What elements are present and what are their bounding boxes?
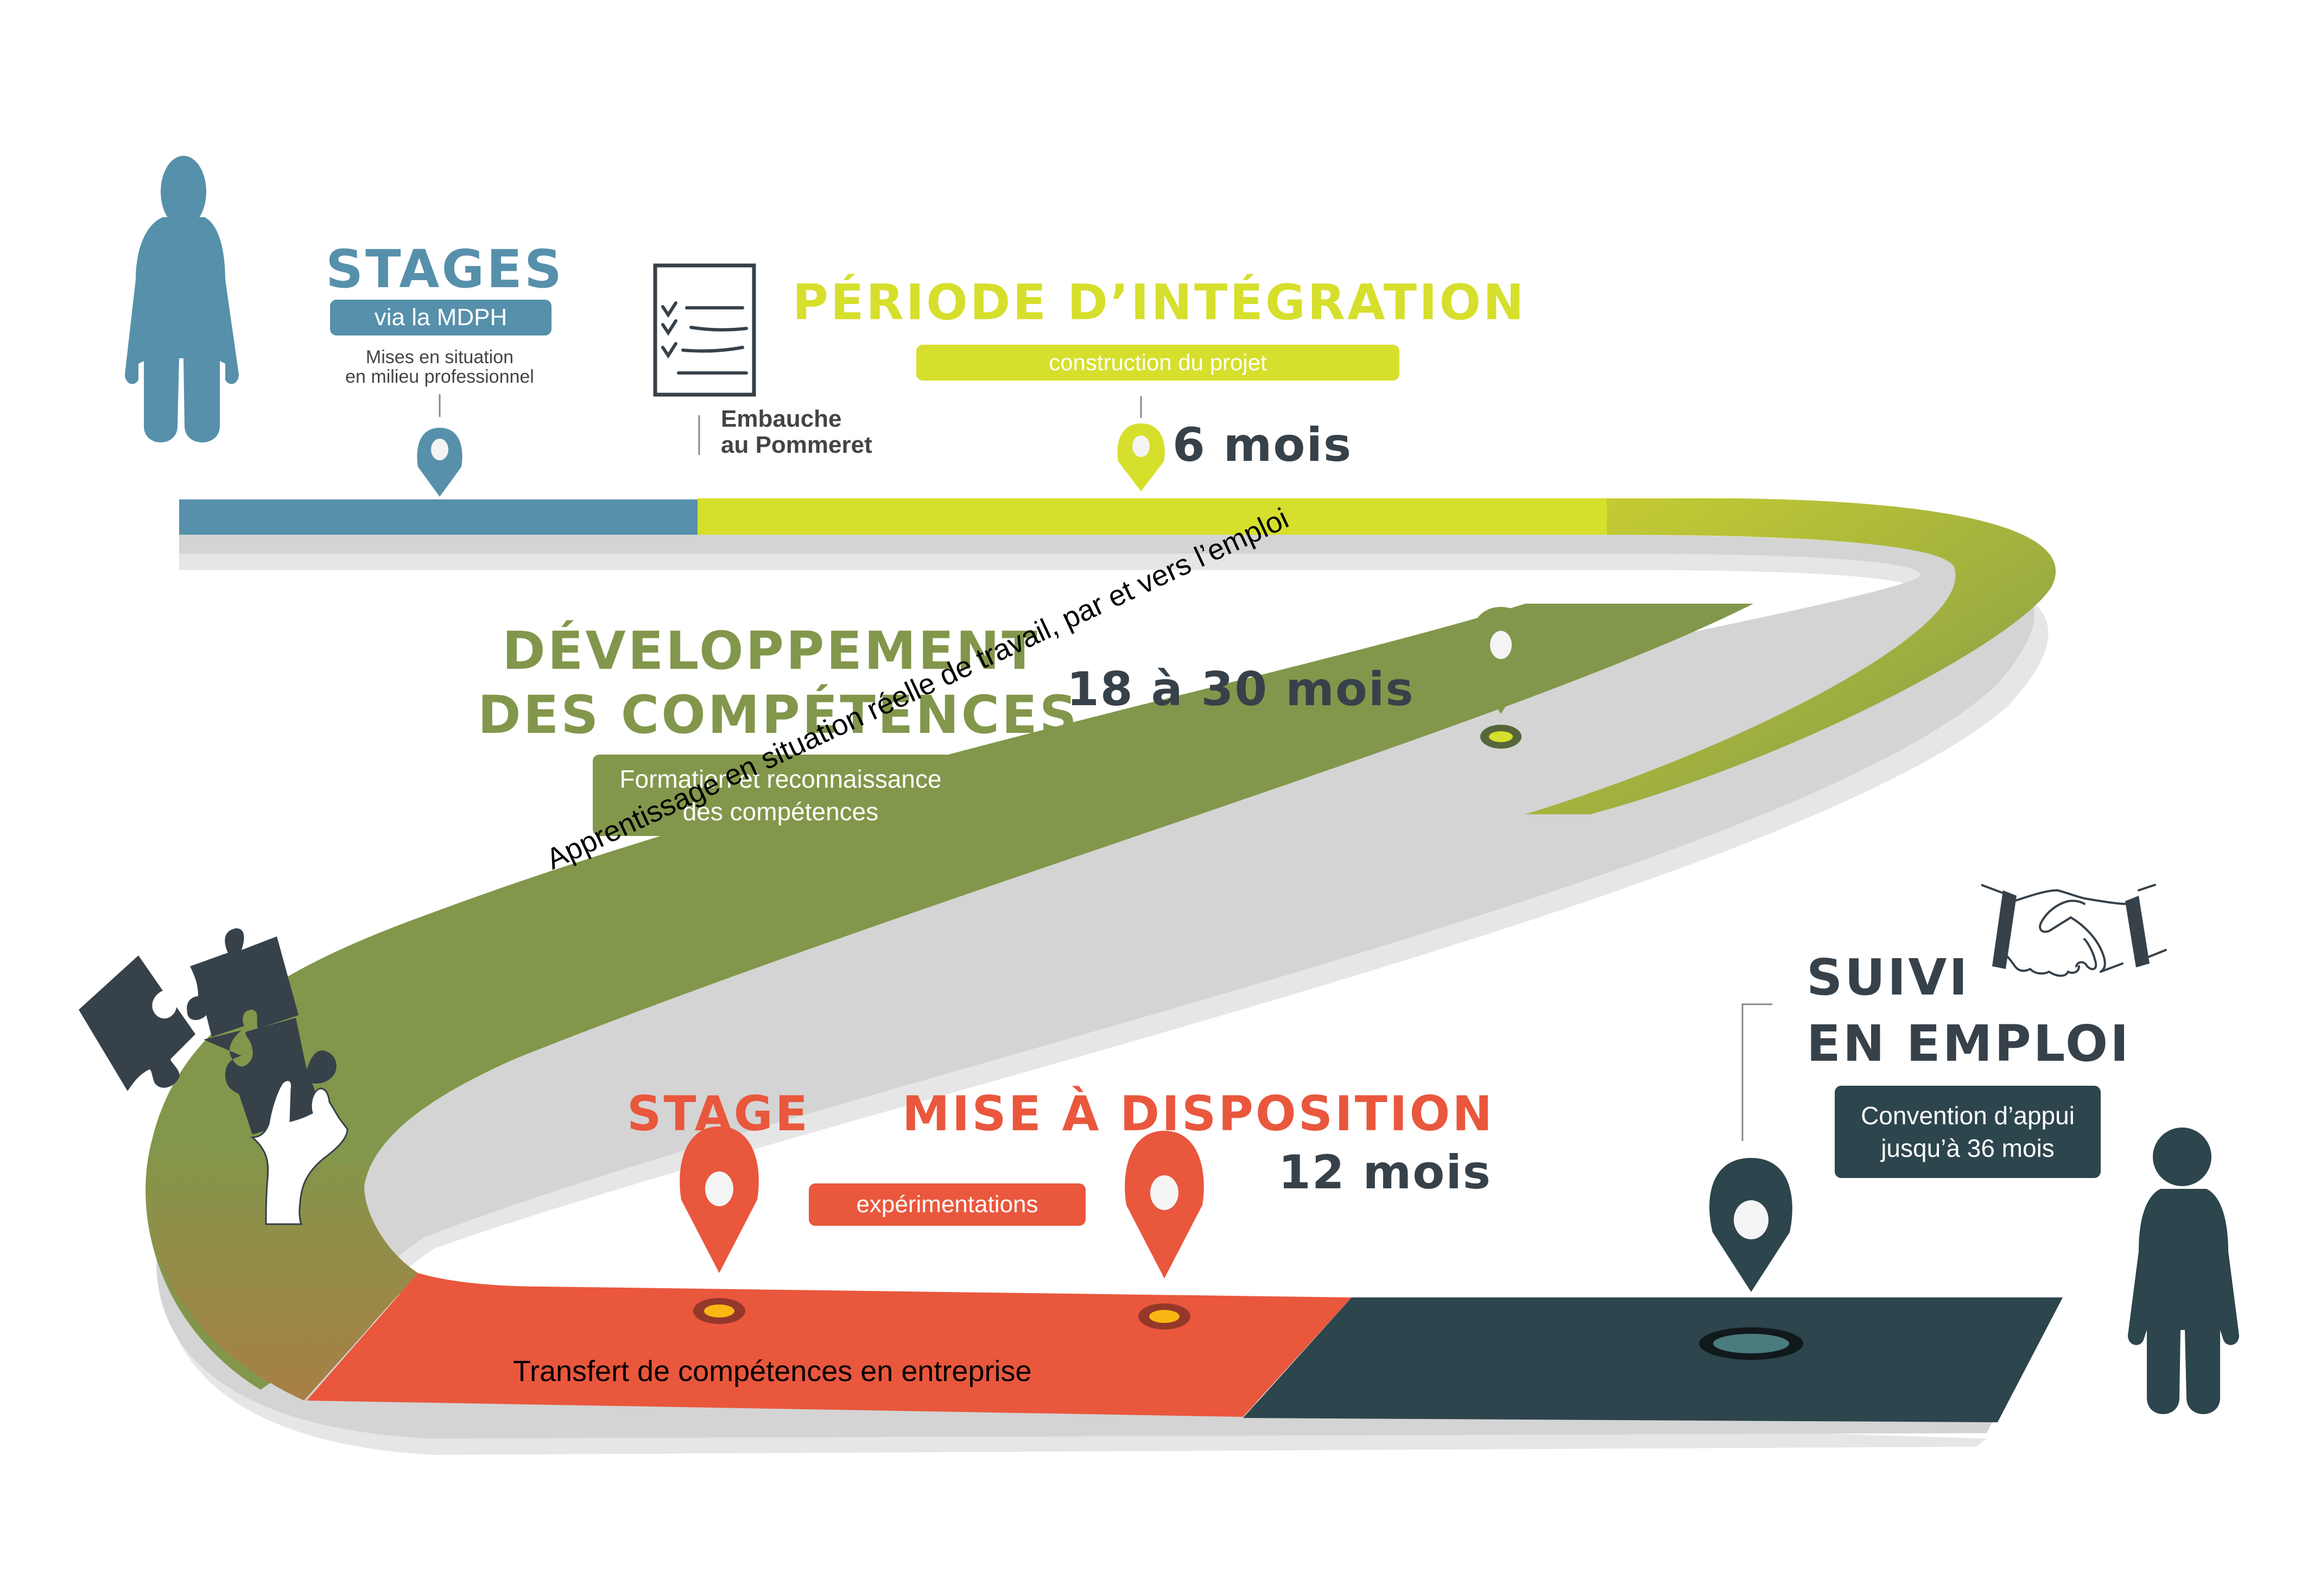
pin-suivi-icon xyxy=(1709,1158,1792,1292)
mise-disposition-title: MISE À DISPOSITION xyxy=(902,1086,1495,1142)
leader-line-suivi xyxy=(1741,1003,1772,1141)
integration-badge-text: construction du projet xyxy=(1049,350,1267,375)
stage-title: STAGE xyxy=(627,1086,810,1142)
puzzle-hand-icon xyxy=(79,928,348,1225)
road-segment-integration xyxy=(698,498,1609,535)
road-marker-mise-inner xyxy=(1149,1310,1180,1323)
road-segment-transfert xyxy=(307,1273,1352,1417)
suivi-badge: Convention d’appui jusqu’à 36 mois xyxy=(1835,1086,2101,1178)
transfert-duration: 12 mois xyxy=(1278,1145,1492,1200)
developpement-duration: 18 à 30 mois xyxy=(1067,662,1415,717)
developpement-title-line2: DES COMPÉTENCES xyxy=(478,685,1079,745)
integration-duration: 6 mois xyxy=(1172,418,1353,472)
transfert-road-label: Transfert de compétences en entreprise xyxy=(513,1355,1032,1388)
pin-stage-icon xyxy=(680,1126,759,1273)
pin-developpement-icon xyxy=(1468,607,1533,714)
road-marker-stage-inner xyxy=(704,1304,734,1318)
road-segment-suivi xyxy=(1243,1297,2063,1422)
suivi-badge-line2: jusqu’à 36 mois xyxy=(1881,1134,2055,1162)
integration-badge: construction du projet xyxy=(916,345,1399,381)
pin-stages-icon xyxy=(417,428,462,497)
road-marker-integration-inner xyxy=(1489,731,1513,742)
suivi-title-line1: SUIVI xyxy=(1806,948,1970,1006)
person-end-icon xyxy=(2128,1128,2239,1414)
developpement-badge-line2: des compétences xyxy=(682,797,879,826)
checklist-icon xyxy=(653,263,756,397)
stages-mdph-caption-line2: en milieu professionnel xyxy=(345,366,534,387)
transfert-badge: expérimentations xyxy=(809,1183,1086,1226)
embauche-label: Embauche au Pommeret xyxy=(721,406,872,458)
developpement-badge-line1: Formation et reconnaissance xyxy=(619,765,942,793)
embauche-line1: Embauche xyxy=(721,406,842,432)
road-segment-turn xyxy=(1525,498,2056,814)
suivi-title-line2: EN EMPLOI xyxy=(1806,1015,2131,1073)
integration-title: PÉRIODE D’INTÉGRATION xyxy=(793,274,1526,331)
suivi-badge-line1: Convention d’appui xyxy=(1861,1101,2075,1130)
developpement-badge: Formation et reconnaissance des compéten… xyxy=(593,755,968,836)
road-segment-bend xyxy=(145,1140,418,1401)
road-marker-suivi-inner xyxy=(1713,1334,1789,1353)
road-segment-stages xyxy=(179,499,698,535)
stages-mdph-badge-text: via la MDPH xyxy=(374,304,508,331)
embauche-line2: au Pommeret xyxy=(721,432,872,458)
stages-mdph-caption-line1: Mises en situation xyxy=(365,347,514,368)
pin-integration-icon xyxy=(1117,423,1165,491)
developpement-title: DÉVELOPPEMENT DES COMPÉTENCES xyxy=(478,619,1079,747)
road-shadow-inner xyxy=(156,535,2035,1439)
pin-mise-icon xyxy=(1125,1131,1204,1278)
developpement-title-line1: DÉVELOPPEMENT xyxy=(502,620,1039,681)
person-start-icon xyxy=(125,156,239,442)
transfert-badge-text: expérimentations xyxy=(856,1191,1038,1218)
stages-mdph-caption: Mises en situation en milieu professionn… xyxy=(304,347,575,387)
suivi-title: SUIVI EN EMPLOI xyxy=(1806,945,2131,1077)
handshake-icon xyxy=(1981,884,2167,977)
stages-mdph-badge: via la MDPH xyxy=(330,300,552,335)
stages-mdph-title: STAGES xyxy=(326,239,564,300)
